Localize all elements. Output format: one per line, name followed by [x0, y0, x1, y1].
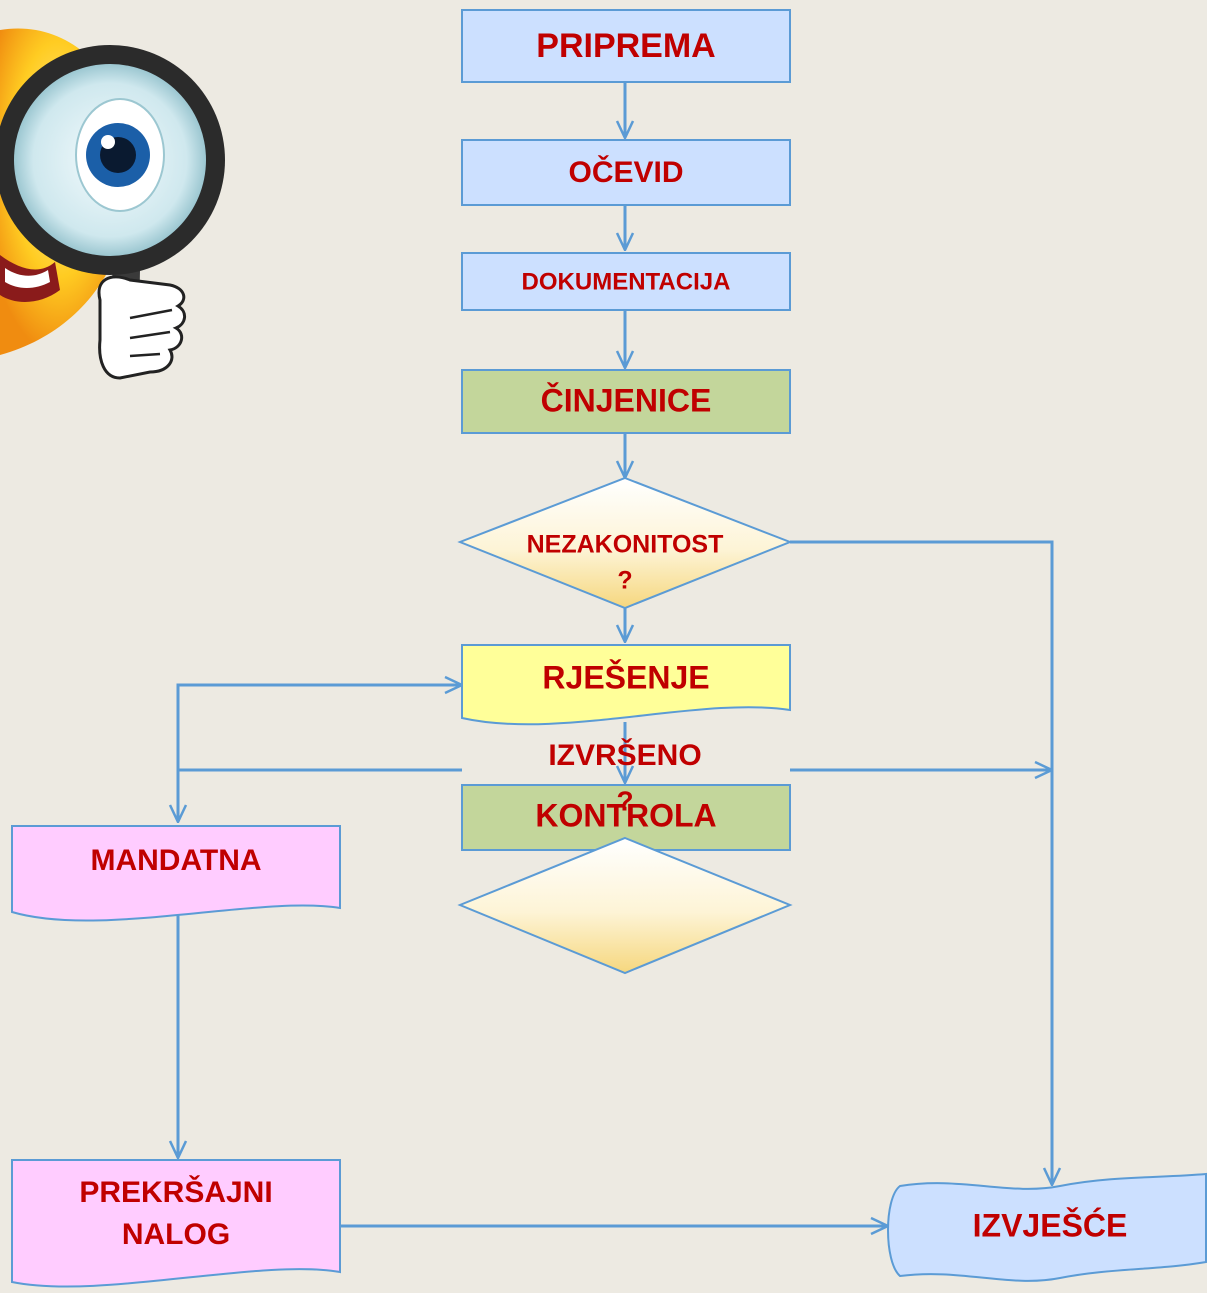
- node-rjesenje-label: RJEŠENJE: [542, 659, 709, 695]
- decision-izvrseno-label: IZVRŠENO: [548, 738, 701, 772]
- node-prekrsajni-nalog: PREKRŠAJNI NALOG: [11, 1159, 341, 1288]
- node-izvjesce: IZVJEŠĆE: [887, 1172, 1207, 1282]
- node-cinjenice-label: ČINJENICE: [541, 382, 712, 418]
- node-nalog-label: NALOG: [122, 1218, 230, 1251]
- node-dokumentacija-label: DOKUMENTACIJA: [522, 268, 731, 295]
- node-kontrola-label: KONTROLA: [535, 797, 716, 833]
- node-ocevid-label: OČEVID: [568, 155, 683, 189]
- node-rjesenje: RJEŠENJE: [461, 644, 791, 726]
- node-ocevid: OČEVID: [461, 139, 791, 206]
- decision-izvrseno-mark: ?: [616, 785, 633, 816]
- node-izvjesce-label: IZVJEŠĆE: [973, 1207, 1128, 1243]
- node-cinjenice: ČINJENICE: [461, 369, 791, 434]
- decision-nezakonitost-label: NEZAKONITOST: [527, 531, 724, 559]
- node-priprema: PRIPREMA: [461, 9, 791, 83]
- node-dokumentacija: DOKUMENTACIJA: [461, 252, 791, 311]
- magnifying-glass-smiley-icon: [0, 28, 225, 380]
- decision-nezakonitost-mark: ?: [617, 567, 632, 595]
- connectors: [178, 82, 1052, 1226]
- node-prekrsajni-label: PREKRŠAJNI: [79, 1175, 272, 1209]
- node-mandatna-label: MANDATNA: [90, 844, 261, 877]
- decision-izvrseno-outline: IZVRŠENO ?: [457, 738, 793, 975]
- decision-nezakonitost: NEZAKONITOST ?: [457, 476, 793, 610]
- node-priprema-label: PRIPREMA: [536, 27, 715, 65]
- node-mandatna: MANDATNA: [11, 825, 341, 922]
